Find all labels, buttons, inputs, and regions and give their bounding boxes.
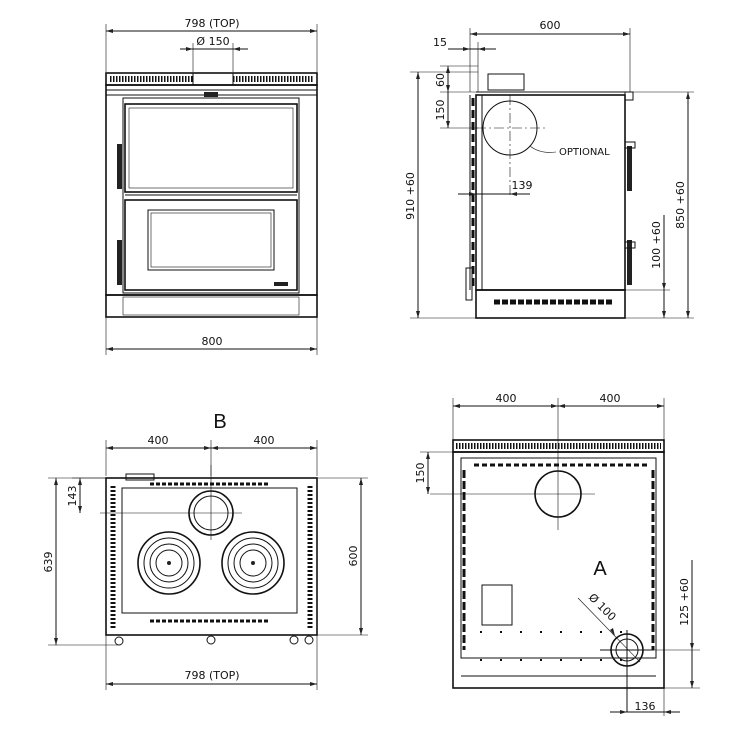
side-height-100-label: 100 +60 [650, 221, 663, 269]
top-dim-143-label: 143 [66, 486, 79, 507]
rear-dim-150-label: 150 [414, 463, 427, 484]
rear-dim-125-label: 125 +60 [678, 578, 691, 626]
side-optional-label: OPTIONAL [559, 147, 610, 158]
top-vent-strips [110, 482, 313, 628]
front-flue-diameter-label: Ø 150 [196, 35, 229, 48]
side-depth-label: 600 [540, 19, 561, 32]
rear-vent-strips [462, 463, 655, 650]
rear-screw-dots [480, 631, 640, 661]
rear-dim-136-label: 136 [635, 700, 656, 713]
top-depth-639-label: 639 [42, 552, 55, 573]
rear-view: 400 400 150 A [414, 392, 700, 716]
rear-view-label-a: A [593, 558, 607, 580]
front-view: 798 (TOP) Ø 150 [105, 17, 318, 355]
top-right-400-label: 400 [254, 434, 275, 447]
top-left-400-label: 400 [148, 434, 169, 447]
rear-air-diameter-label: Ø 100 [586, 591, 619, 624]
side-height-850-label: 850 +60 [674, 181, 687, 229]
side-dim-60-label: 60 [434, 73, 447, 87]
right-burner [221, 531, 285, 595]
side-offset-15-label: 15 [433, 36, 447, 49]
side-view: 600 15 60 150 OPTIONAL [404, 19, 694, 319]
top-view-label-b: B [213, 411, 226, 433]
front-base-width-label: 800 [202, 335, 223, 348]
top-bottom-width-label: 798 (TOP) [184, 669, 239, 682]
rear-right-400-label: 400 [600, 392, 621, 405]
left-burner [137, 531, 201, 595]
top-view: B 400 400 143 [42, 411, 368, 690]
rear-left-400-label: 400 [496, 392, 517, 405]
side-dim-139-label: 139 [512, 179, 533, 192]
side-total-height-label: 910 +60 [404, 172, 417, 220]
top-depth-600-label: 600 [347, 546, 360, 567]
front-top-width-label: 798 (TOP) [184, 17, 239, 30]
side-dim-150-label: 150 [434, 100, 447, 121]
